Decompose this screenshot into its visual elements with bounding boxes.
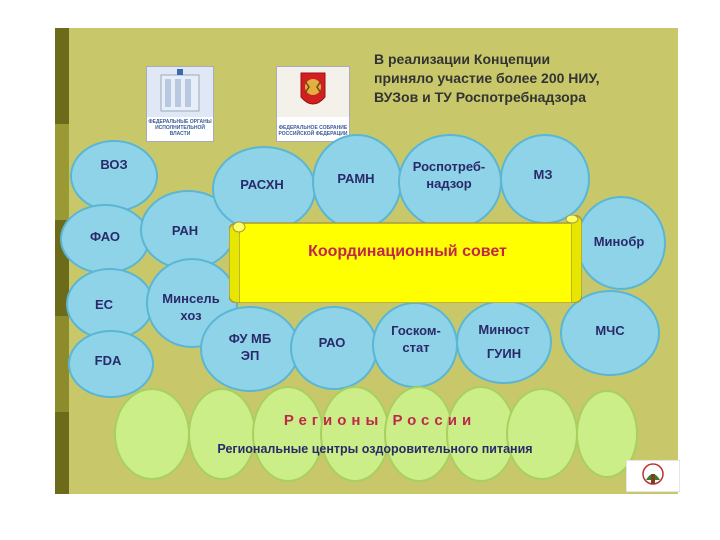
regional-centers-label: Региональные центры оздоровительного пит… <box>217 442 533 456</box>
node-label-minobr: Минобр <box>593 234 645 249</box>
region-circle-4 <box>320 386 390 482</box>
node-label-minjust: Минюст ГУИН <box>478 322 530 361</box>
headline-line-2: приняло участие более 200 НИУ, <box>374 70 600 86</box>
federal-authorities-caption: ФЕДЕРАЛЬНЫЕ ОРГАНЫ ИСПОЛНИТЕЛЬНОЙ ВЛАСТИ <box>148 119 212 137</box>
headline-line-3: ВУЗов и ТУ Роспотребнадзора <box>374 89 587 105</box>
node-label-es: ЕС <box>94 297 114 312</box>
node-circle-mchs <box>560 290 660 376</box>
node-circle-voz <box>70 140 158 212</box>
region-circle-5 <box>384 386 454 482</box>
node-label-rao: РАО <box>318 335 346 350</box>
federal-assembly-caption: ФЕДЕРАЛЬНОЕ СОБРАНИЕ РОССИЙСКОЙ ФЕДЕРАЦИ… <box>278 125 348 137</box>
region-circle-7 <box>506 388 578 480</box>
headline-line-1: В реализации Концепции <box>374 51 551 67</box>
coordination-council-banner <box>229 215 582 303</box>
node-label-mchs: МЧС <box>595 323 625 338</box>
node-circle-minjust <box>456 300 552 384</box>
node-label-goskomstat: Госком- стат <box>391 323 441 355</box>
coordination-council-label: Координационный совет <box>308 243 507 260</box>
node-label-mz: МЗ <box>533 167 553 182</box>
node-circle-minobr <box>576 196 666 290</box>
node-circle-fda <box>68 330 154 398</box>
node-label-rasxn: РАСХН <box>240 177 284 192</box>
regions-title: Регионы России <box>283 412 477 429</box>
headline: В реализации Концепции приняло участие б… <box>374 50 674 107</box>
node-circle-rao <box>290 306 378 390</box>
federal-authorities-logo: ФЕДЕРАЛЬНЫЕ ОРГАНЫ ИСПОЛНИТЕЛЬНОЙ ВЛАСТИ <box>146 66 214 142</box>
region-circle-6 <box>446 386 516 482</box>
federal-assembly-logo: ФЕДЕРАЛЬНОЕ СОБРАНИЕ РОССИЙСКОЙ ФЕДЕРАЦИ… <box>276 66 350 142</box>
node-label-minselhoz: Минсель хоз <box>162 291 220 323</box>
left-accent-bar <box>55 28 69 494</box>
region-circle-3 <box>252 386 324 482</box>
region-circle-1 <box>114 388 190 480</box>
node-label-ran: РАН <box>171 223 199 238</box>
region-circle-2 <box>188 388 256 480</box>
node-label-rospotreb: Роспотреб- надзор <box>412 159 486 191</box>
node-label-voz: ВОЗ <box>100 157 128 172</box>
node-label-fda: FDA <box>94 353 122 368</box>
node-label-fumbep: ФУ МБ ЭП <box>228 331 272 363</box>
node-circle-fumbep <box>200 306 300 392</box>
node-label-fao: ФАО <box>89 229 121 244</box>
node-label-ramn: РАМН <box>337 171 375 186</box>
node-circle-fao <box>60 204 150 274</box>
organization-emblem-icon <box>626 460 680 492</box>
